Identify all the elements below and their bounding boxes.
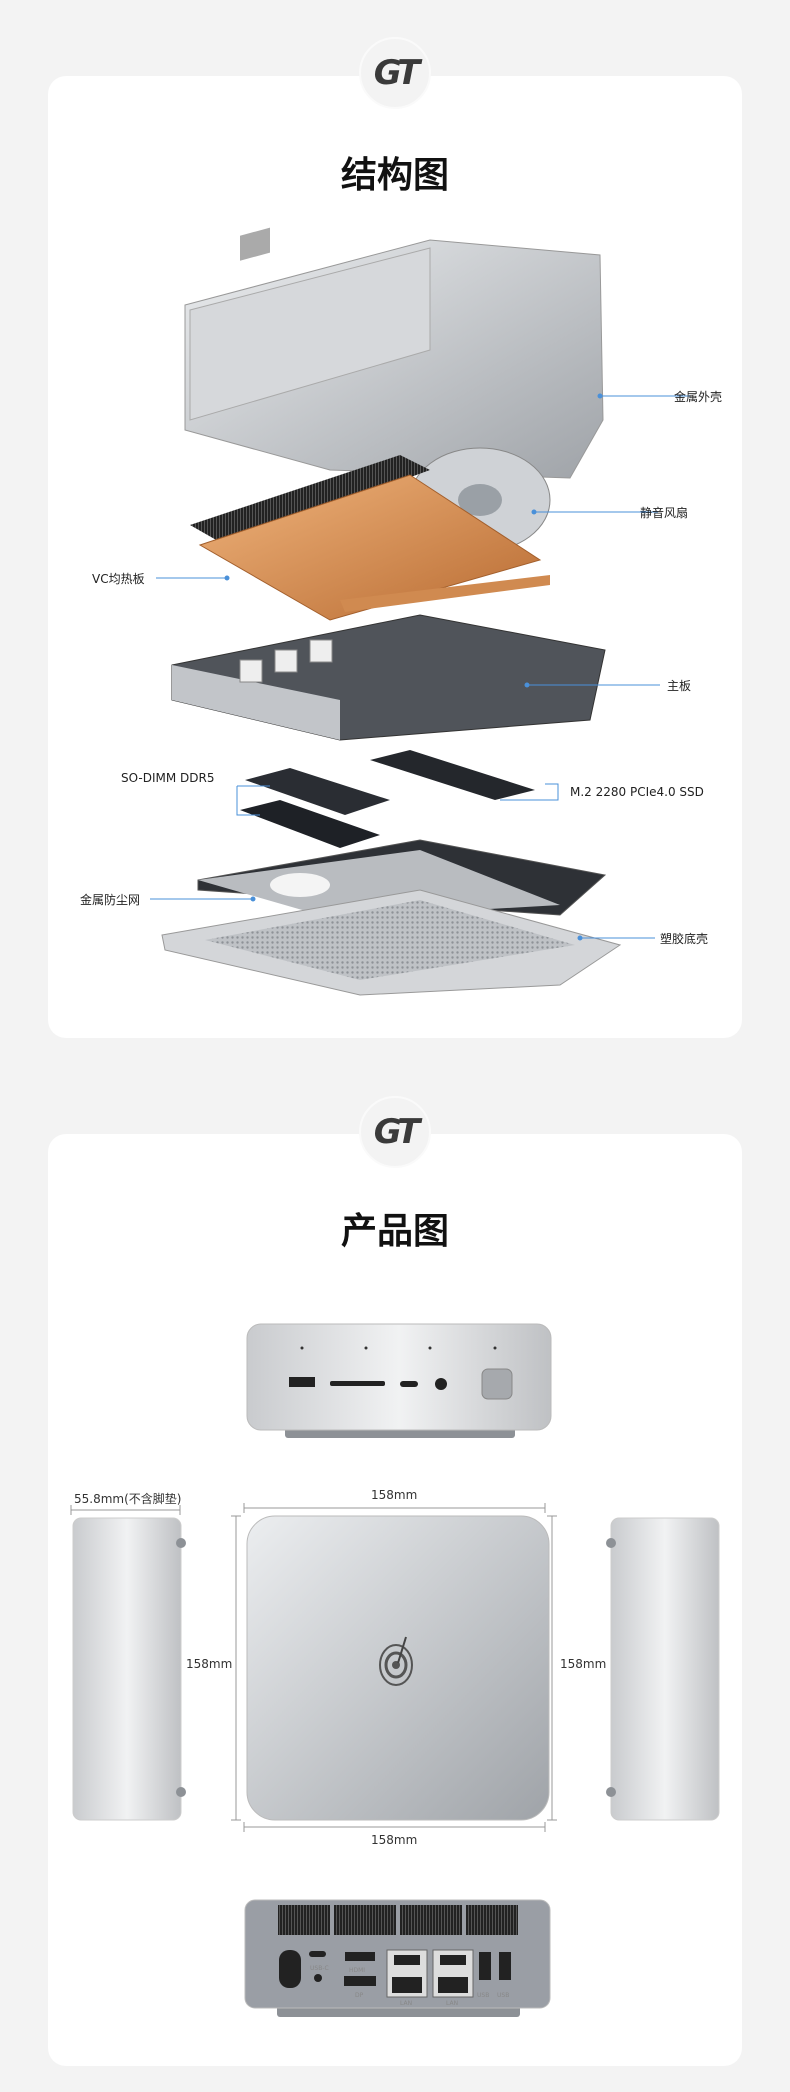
dust-mesh-part — [197, 839, 607, 918]
label-silent-fan: 静音风扇 — [640, 506, 689, 520]
gt-logo: GT — [359, 37, 431, 109]
dimension-lines — [70, 1503, 557, 1832]
usb-c-icon — [400, 1381, 418, 1387]
product-title: 产品图 — [340, 1211, 449, 1252]
label-dust-mesh: 金属防尘网 — [80, 893, 141, 907]
usb-a-icon — [289, 1377, 315, 1387]
side-view-right — [606, 1517, 720, 1821]
usb-a-icon — [499, 1952, 511, 1980]
port-label: USB — [497, 1992, 509, 1999]
leader-lines — [150, 393, 690, 941]
label-bottom-shell: 塑胶底壳 — [660, 932, 709, 946]
heatsink-vc-part — [190, 455, 550, 621]
label-vc-plate: VC均热板 — [92, 572, 145, 586]
side-view-left — [72, 1517, 186, 1821]
dim-top-width: 158mm — [371, 1488, 418, 1502]
mainboard-part — [171, 614, 606, 741]
dp-port-icon — [344, 1976, 376, 1986]
dim-left-height: 158mm — [186, 1657, 233, 1671]
audio-jack-icon — [314, 1974, 322, 1982]
label-mainboard: 主板 — [667, 679, 692, 693]
sd-card-slot-icon — [330, 1381, 385, 1386]
rear-view: USB-C HDMI DP LAN LAN USB USB — [244, 1899, 551, 2017]
usb-a-icon — [479, 1952, 491, 1980]
front-view — [246, 1323, 552, 1438]
usb-c-icon — [309, 1951, 326, 1957]
port-label: USB-C — [310, 1965, 329, 1972]
top-view — [246, 1515, 550, 1821]
memory-ssd-part — [240, 750, 535, 848]
port-label: USB — [477, 1992, 489, 1999]
bottom-shell-part — [161, 889, 622, 996]
audio-jack-icon — [435, 1378, 447, 1390]
power-inlet-icon — [279, 1950, 301, 1988]
port-label: HDMI — [349, 1967, 365, 1974]
hdmi-port-icon — [345, 1952, 375, 1961]
dim-right-height: 158mm — [560, 1657, 607, 1671]
label-ssd: M.2 2280 PCIe4.0 SSD — [570, 785, 704, 799]
gt-logo: GT — [359, 1096, 431, 1168]
label-metal-shell: 金属外壳 — [674, 390, 723, 404]
spinning-top-icon — [379, 1636, 413, 1686]
port-label: DP — [355, 1992, 364, 1999]
structure-title: 结构图 — [340, 155, 449, 196]
port-label: LAN — [446, 2000, 458, 2007]
power-button-icon — [481, 1368, 513, 1400]
label-ram: SO-DIMM DDR5 — [121, 771, 215, 785]
port-label: LAN — [400, 2000, 412, 2007]
metal-shell-part — [184, 227, 604, 479]
dim-depth: 55.8mm(不含脚垫) — [74, 1492, 182, 1506]
dim-bottom-width: 158mm — [371, 1833, 418, 1847]
